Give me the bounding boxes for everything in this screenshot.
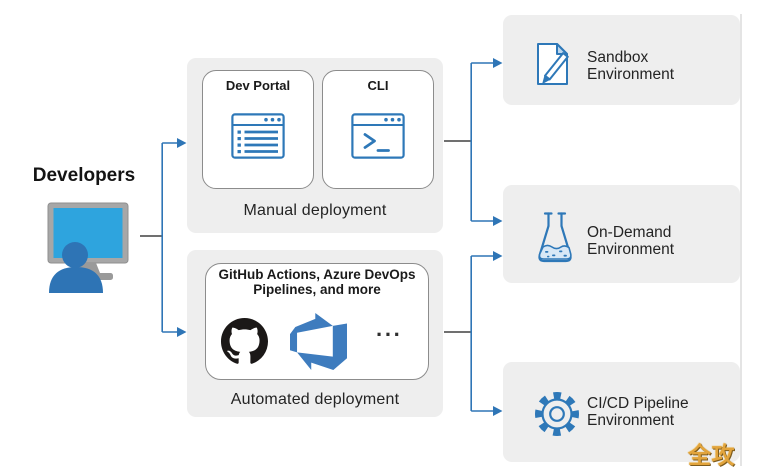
sandbox-environment-card: Sandbox Environment	[503, 15, 740, 105]
cli-label: CLI	[367, 78, 389, 93]
arrowhead-to-cicd	[493, 406, 503, 416]
developer-icon	[47, 202, 129, 293]
page-edge-line	[740, 14, 742, 466]
person-head	[62, 242, 88, 268]
browser-window-icon	[231, 113, 285, 159]
arrowhead-to-manual	[177, 138, 187, 148]
ondemand-environment-card: On-Demand Environment	[503, 185, 740, 283]
connector-automated-branch	[470, 255, 494, 412]
gear-icon	[535, 392, 579, 436]
flask-icon	[538, 212, 572, 263]
person-body	[49, 267, 103, 293]
watermark: 全攻略	[688, 442, 735, 468]
developers-label: Developers	[32, 165, 136, 186]
more-tools-ellipsis: ···	[376, 322, 403, 347]
manual-deployment-label: Manual deployment	[243, 202, 387, 219]
arrowhead-automated-to-ondemand	[493, 251, 503, 261]
automated-deployment-label: Automated deployment	[230, 391, 400, 408]
dev-portal-card: Dev Portal	[202, 70, 314, 189]
manual-deployment-panel: Dev Portal CLI	[187, 58, 443, 233]
automation-tools-line1: GitHub Actions, Azure DevOps	[218, 267, 416, 282]
terminal-window-icon	[351, 113, 405, 159]
arrowhead-to-automated	[177, 327, 187, 337]
automation-tools-card: GitHub Actions, Azure DevOps Pipelines, …	[205, 263, 429, 380]
connector-manual-branch	[470, 62, 494, 222]
automation-tools-line2: Pipelines, and more	[253, 281, 381, 297]
github-icon	[221, 318, 268, 364]
cicd-environment-label: CI/CD Pipeline Environment	[587, 395, 689, 429]
arrowhead-manual-to-ondemand	[493, 216, 503, 226]
cli-card: CLI	[322, 70, 434, 189]
azure-devops-icon	[290, 313, 347, 370]
arrowhead-to-sandbox	[493, 58, 503, 68]
dev-portal-label: Dev Portal	[225, 78, 291, 93]
ondemand-environment-label: On-Demand Environment	[587, 224, 675, 258]
cicd-environment-card: CI/CD Pipeline Environment	[503, 362, 740, 462]
automated-deployment-panel: GitHub Actions, Azure DevOps Pipelines, …	[187, 250, 443, 417]
sandbox-environment-label: Sandbox Environment	[587, 49, 675, 83]
automation-tools-caption: GitHub Actions, Azure DevOps Pipelines, …	[206, 267, 428, 297]
connector-developer-branch	[161, 142, 178, 333]
document-pencil-icon	[537, 43, 569, 85]
